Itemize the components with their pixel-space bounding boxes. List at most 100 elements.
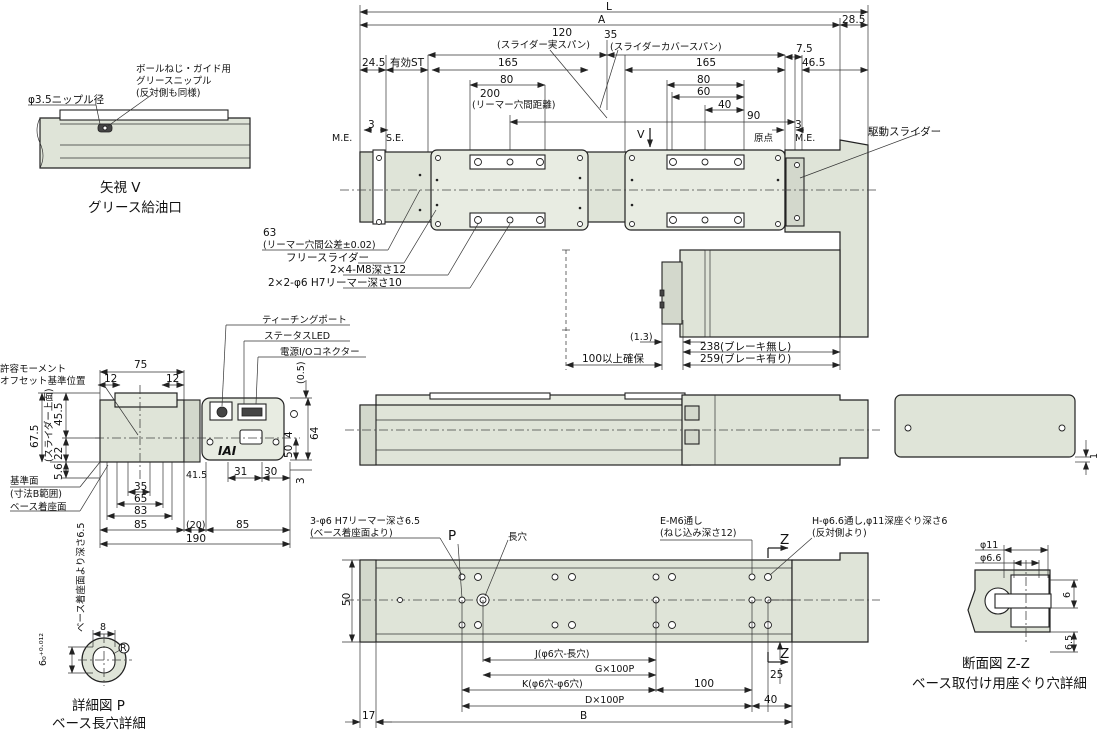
title-view-v: 矢視 V [100,180,141,196]
label-status-led: ステータスLED [264,331,330,342]
dim-12-left: 12 [104,373,117,385]
dim-40: 40 [718,99,731,111]
dim-67-5: 67.5 [29,425,41,448]
dim-22: 22 [53,447,65,460]
title-detail-p: 詳細図 P [72,698,125,714]
label-mechanical-end-left: M.E. [332,133,352,144]
dim-46-5: 46.5 [802,57,825,69]
label-reamer-3-holes: 3-φ6 H7リーマー深さ6.5 [310,516,420,527]
dim-b: B [580,710,587,722]
label-reference-plane: 基準面 [10,475,39,487]
dim-12-right: 12 [166,373,179,385]
label-h-counterbore: H-φ6.6通し,φ11深座ぐり深さ6 [812,515,947,527]
side-view: 1 [345,392,1097,475]
dim-k: K(φ6穴-φ6穴) [522,678,583,690]
dim-phi11: φ11 [980,540,998,551]
top-plan-view [262,5,921,370]
dim-41-5: 41.5 [186,470,207,481]
dim-1-3: (1.3) [630,332,653,343]
dim-200: 200 [480,88,500,100]
section-z-z: φ11 φ6.6 6 6.5 断面図 Z-Z ベース取付け用座ぐり穴詳細 [912,540,1087,692]
dim-83: 83 [134,505,147,517]
label-grease-nipple-1: ボールねじ・ガイド用 [136,64,231,75]
label-detail-p: P [448,528,456,544]
dim-0-5: (0.5) [296,361,307,384]
dim-80-left: 80 [500,74,513,86]
title-section-z-sub: ベース取付け用座ぐり穴詳細 [912,676,1087,692]
dim-50: 50 [341,593,353,606]
top-plan-view-labels: L A 28.5 120 (スライダー実スパン) 35 (スライダーカバースパン… [263,1,941,365]
label-reamer-distance: (リーマー穴間距離) [472,99,555,111]
dim-20: (20) [186,520,206,531]
bottom-view: 3-φ6 H7リーマー深さ6.5 (ベース着座面より) P 長穴 E-M6通し … [310,515,947,728]
label-reamer-tolerance: (リーマー穴間公差±0.02) [263,239,376,251]
label-grease-nipple-3: (反対側も同様) [136,87,200,99]
iai-logo: IAI [218,444,237,458]
label-grease-nipple-2: グリースニップル [136,75,212,87]
label-m8-holes: 2×4-M8深さ12 [330,264,406,276]
label-allowable-moment-2: オフセット基準位置 [0,375,86,387]
label-slider-real-span: (スライダー実スパン) [497,39,590,51]
dim-165-right: 165 [696,57,716,69]
dim-238-no-brake: 238(ブレーキ無し) [700,340,791,353]
dim-259-brake: 259(ブレーキ有り) [700,352,791,365]
dim-120: 120 [552,27,572,39]
dim-63: 63 [263,227,276,239]
dim-8: 8 [100,622,106,633]
dim-35: 35 [134,481,147,493]
label-radius: R [120,643,127,654]
dim-tolerance: 6₀⁺⁰·⁰¹² [38,633,49,666]
label-z-bottom: Z [780,646,789,662]
dim-60: 60 [697,86,710,98]
dim-17: 17 [362,710,375,722]
dim-g: G×100P [595,664,634,675]
dim-phi6-6: φ6.6 [980,553,1001,564]
dim-190: 190 [186,533,206,545]
title-detail-p-sub: ベース長穴詳細 [52,716,146,732]
label-power-io-connector: 電源I/Oコネクター [280,347,360,358]
dim-l: L [606,1,612,13]
label-e-m6-depth: (ねじ込み深さ12) [660,528,737,539]
label-depth: ベース着座面より深さ6.5 [75,523,87,632]
dim-30: 30 [264,466,277,478]
dim-6-5: 6.5 [1064,635,1075,650]
dim-100-secured: 100以上確保 [582,352,645,365]
label-allowable-moment-1: 許容モーメント [0,363,66,375]
dim-64: 64 [309,426,321,440]
dim-j: J(φ6穴-長穴) [534,648,589,660]
label-nipple-diameter: φ3.5ニップル径 [28,93,105,106]
label-z-top: Z [780,532,789,548]
label-teaching-port: ティーチングポート [262,314,347,326]
dim-80-right: 80 [697,74,710,86]
label-stroke-end: S.E. [386,133,404,144]
dim-45-5: 45.5 [53,403,65,426]
dim-40: 40 [764,694,777,706]
dim-65: 65 [134,493,147,505]
dim-5-6: 5.6 [53,463,65,480]
slider-holes [376,155,800,227]
label-e-m6-through: E-M6通し [660,516,703,527]
dim-6: 6 [1062,592,1073,598]
label-effective-stroke: 有効ST [390,56,425,69]
dim-50: 50 [283,445,295,458]
label-slider-cover-span: (スライダーカバースパン) [610,41,722,53]
dim-3: 3 [295,477,307,484]
dim-24-5: 24.5 [362,57,385,69]
title-grease-port: グリース給油口 [88,200,182,216]
dim-25: 25 [770,669,783,681]
label-long-hole: 長穴 [508,531,528,543]
label-drive-slider: 駆動スライダー [868,125,941,138]
detail-p: 8 R 6₀⁺⁰·⁰¹² ベース着座面より深さ6.5 詳細図 P ベース長穴詳細 [38,523,146,732]
dim-75: 75 [134,359,147,371]
title-section-z: 断面図 Z-Z [962,656,1030,672]
label-free-slider: フリースライダー [286,251,369,264]
dim-7-5: 7.5 [796,43,813,55]
label-h-counterbore-sub: (反対側より) [812,527,867,539]
base-holes [397,573,772,629]
dim-90: 90 [747,110,760,122]
dim-1: 1 [1089,453,1097,459]
dim-3-right: 3 [795,119,802,131]
dim-165-left: 165 [498,57,518,69]
label-view-v: V [637,128,645,141]
